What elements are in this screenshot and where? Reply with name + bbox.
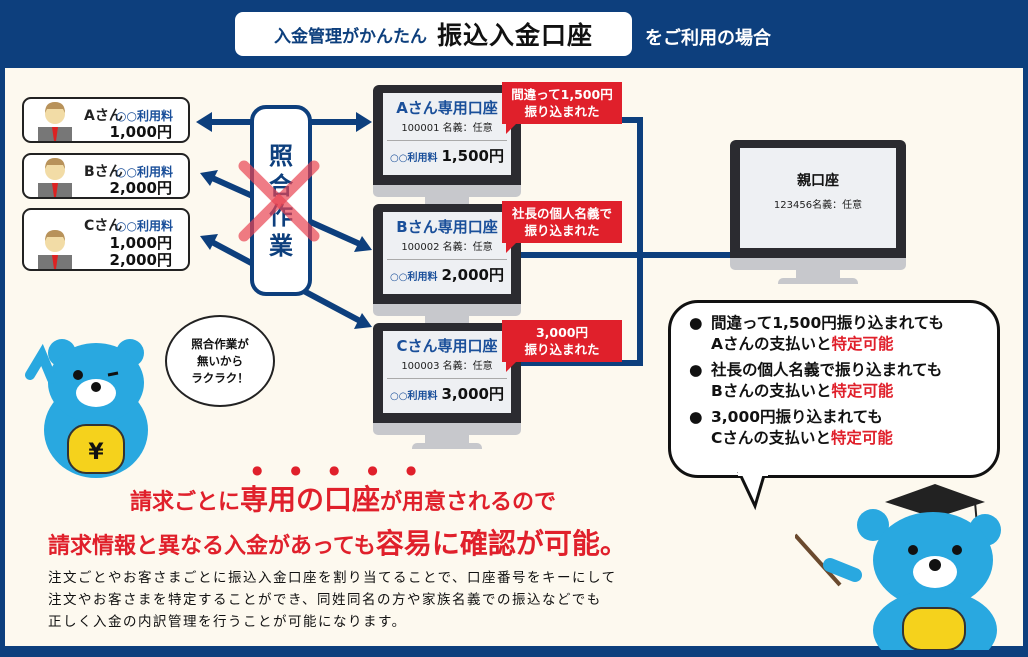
description: 注文ごとやお客さまごとに振込入金口座を割り当てることで、口座番号をキーにして 注… (48, 567, 728, 633)
parent-account-monitor: 親口座 123456名義：任意 (730, 140, 906, 284)
fee-label: ○○利用料 (390, 272, 438, 283)
bubble-text: ラクラク！ (191, 370, 249, 385)
callout-line: 振り込まれた (524, 223, 600, 238)
headline-line-2: 請求情報と異なる入金があっても容易に確認が可能。 (48, 522, 628, 562)
benefit-text: Cさんの支払いと (711, 429, 831, 447)
benefit-text: Bさんの支払いと (711, 382, 832, 400)
person-icon (38, 158, 72, 197)
speech-bubble: 照合作業が 無いから ラクラク！ (165, 315, 275, 407)
title-suffix: をご利用の場合 (645, 28, 771, 49)
customer-name: Bさん (84, 164, 123, 180)
customer-card-a: Aさん ○○利用料 1,000円 (22, 97, 190, 143)
title-product: 振込入金口座 (436, 21, 593, 50)
headline-emphasis: ●●●●●専用の口座 (240, 463, 445, 516)
fee-label: ○○利用料 (116, 165, 173, 179)
callout-line: 振り込まれた (524, 104, 600, 119)
deposit-amount: 2,000円 (441, 266, 504, 284)
reconcile-char: 照 (269, 141, 293, 170)
bear-mascot-left: ¥ (25, 339, 148, 478)
benefit-text: 間違って1,500円振り込まれても (711, 314, 945, 332)
callout-b: 社長の個人名義で振り込まれた (502, 201, 622, 253)
account-number: 100003 名義：任意 (401, 361, 493, 372)
bear-mascot-right (795, 484, 1001, 650)
fee-amount: 2,000円 (109, 179, 172, 197)
deposit-amount: 3,000円 (441, 385, 504, 403)
fee-amount: 1,000円 (109, 234, 172, 252)
fee-label: ○○利用料 (390, 391, 438, 402)
fee-label: ○○利用料 (390, 153, 438, 164)
benefit-text: 3,000円振り込まれても (711, 408, 883, 426)
person-icon (38, 230, 72, 269)
headline-line-1: 請求ごとに●●●●●専用の口座が用意されるので (130, 463, 557, 518)
headline-text: 請求情報と異なる入金があっても (48, 534, 376, 559)
callout-line: 社長の個人名義で (511, 206, 612, 221)
benefit-text: Aさんの支払いと (711, 335, 832, 353)
headline-text: 請求ごとに (130, 490, 241, 515)
headline-text: が用意されるので (380, 490, 557, 515)
title-pill: 入金管理がかんたん 振込入金口座 (235, 12, 632, 56)
benefit-highlight: 特定可能 (831, 335, 894, 353)
bubble-text: 照合作業が (191, 336, 249, 351)
yen-symbol: ¥ (88, 440, 104, 465)
headline-text: 専用の口座 (240, 483, 381, 516)
customer-card-b: Bさん ○○利用料 2,000円 (22, 153, 190, 199)
parent-number: 123456名義：任意 (773, 200, 863, 211)
fee-amount: 2,000円 (109, 251, 172, 269)
callout-line: 3,000円 (535, 325, 589, 340)
callout-a: 間違って1,500円振り込まれた (502, 82, 622, 134)
description-line: 注文ごとやお客さまごとに振込入金口座を割り当てることで、口座番号をキーにして (48, 570, 617, 586)
deposit-amount: 1,500円 (441, 147, 504, 165)
fee-amount: 1,000円 (109, 123, 172, 141)
description-line: 正しく入金の内訳管理を行うことが可能になります。 (48, 614, 407, 630)
customer-card-c: Cさん ○○利用料 1,000円 2,000円 (22, 208, 190, 271)
callout-line: 振り込まれた (524, 342, 600, 357)
bubble-text: 無いから (197, 353, 243, 368)
fee-label: ○○利用料 (116, 219, 173, 233)
benefit-highlight: 特定可能 (831, 382, 894, 400)
cross-icon (238, 160, 320, 242)
account-title: Bさん専用口座 (396, 218, 498, 236)
benefit-highlight: 特定可能 (830, 429, 893, 447)
description-line: 注文やお客さまを特定することができ、同姓同名の方や家族名義での振込などでも (48, 592, 602, 608)
reconcile-char: 業 (269, 231, 293, 260)
account-title: Cさん専用口座 (396, 337, 498, 355)
customer-name: Cさん (84, 218, 123, 234)
person-icon (38, 102, 72, 141)
account-number: 100001 名義：任意 (401, 123, 493, 134)
parent-title: 親口座 (797, 173, 839, 189)
callout-line: 間違って1,500円 (511, 87, 613, 102)
account-number: 100002 名義：任意 (401, 242, 493, 253)
title-prefix: 入金管理がかんたん (273, 26, 427, 47)
bubble-tail (737, 472, 768, 511)
account-title: Aさん専用口座 (396, 99, 498, 117)
callout-c: 3,000円振り込まれた (502, 320, 622, 372)
customer-name: Aさん (84, 108, 123, 124)
headline-emphasis: 容易に確認が可能。 (375, 527, 628, 560)
benefit-text: 社長の個人名義で振り込まれても (711, 361, 943, 379)
fee-label: ○○利用料 (116, 109, 173, 123)
